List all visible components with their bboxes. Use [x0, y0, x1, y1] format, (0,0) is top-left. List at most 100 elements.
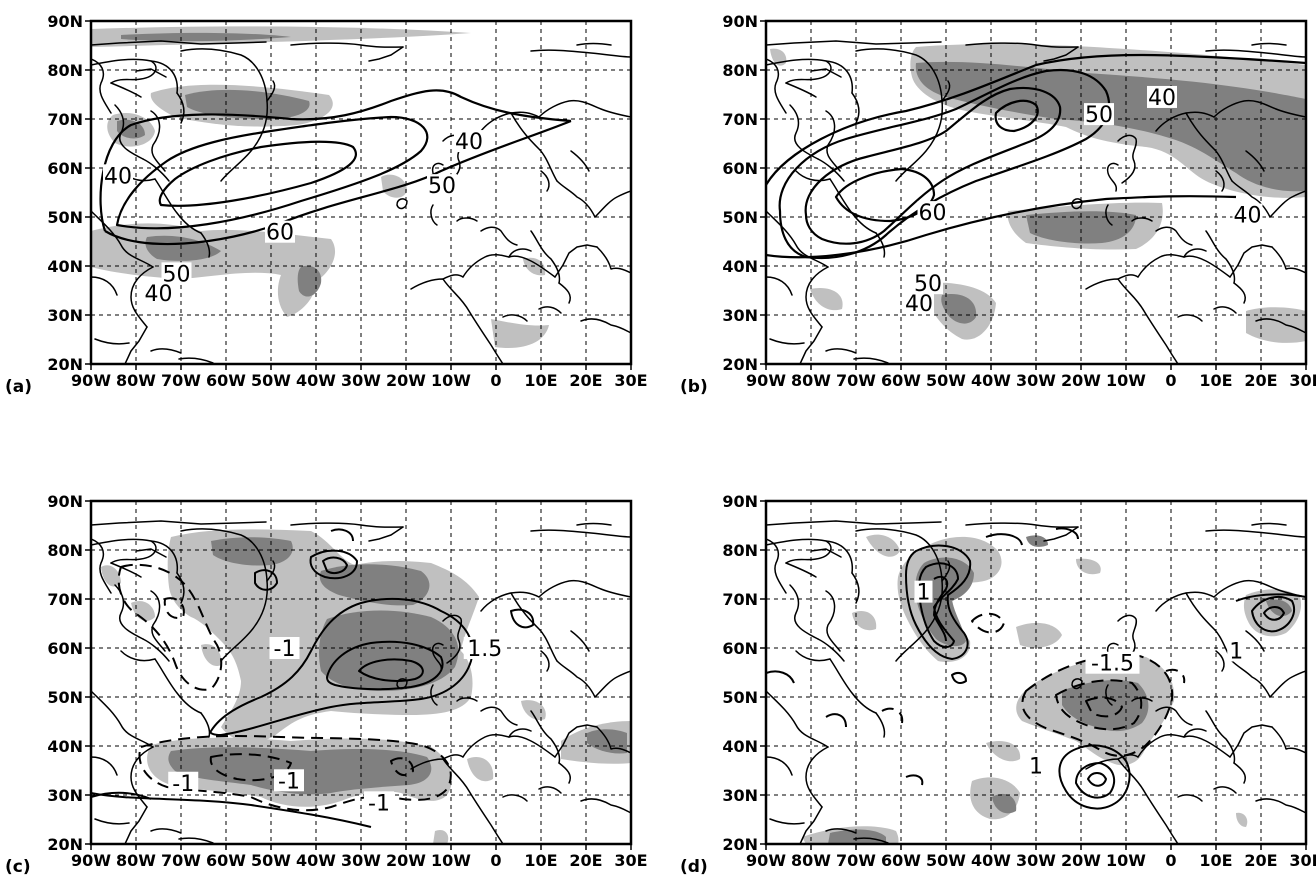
x-tick-label: 20E: [569, 851, 602, 870]
x-tick-label: 30E: [1289, 371, 1316, 390]
contour-label-text: -1: [278, 769, 300, 794]
y-tick-label: 50N: [47, 688, 83, 707]
contour-label-box: [1085, 651, 1140, 674]
contour-label: -1.5: [1085, 651, 1140, 677]
contour-label-box: [914, 580, 933, 603]
y-tick-label: 30N: [47, 786, 83, 805]
contour-label-text: -1.5: [1091, 652, 1134, 677]
x-tick-label: 30W: [1016, 851, 1056, 870]
x-tick-label: 70W: [161, 371, 201, 390]
contour-label-text: -1: [368, 791, 390, 816]
contour-label: 50: [161, 262, 192, 287]
contour-label-box: [1147, 85, 1177, 108]
y-tick-label: 20N: [47, 355, 83, 374]
y-tick-label: 90N: [47, 12, 83, 31]
x-tick-label: 80W: [791, 371, 831, 390]
contour-label-box: [1027, 754, 1045, 777]
contour-label-text: 40: [145, 282, 173, 307]
x-tick-label: 0: [1165, 851, 1176, 870]
y-tick-label: 40N: [722, 737, 758, 756]
y-tick-label: 20N: [722, 835, 758, 854]
axis-ticks: [85, 500, 632, 850]
x-tick-label: 10E: [524, 851, 557, 870]
x-tick-label: 20W: [1061, 851, 1101, 870]
gridlines: [766, 501, 1306, 844]
y-tick-label: 20N: [47, 835, 83, 854]
x-tick-label: 60W: [881, 371, 921, 390]
x-tick-label: 90W: [71, 851, 111, 870]
panel-label: (c): [5, 857, 31, 875]
x-tick-label: 0: [1165, 371, 1176, 390]
contour-label-text: 40: [905, 292, 933, 317]
contour-label-text: 50: [1085, 103, 1113, 128]
contour-label: 1: [1227, 639, 1246, 664]
contour-label: -1: [364, 791, 394, 816]
contour-label-box: [917, 201, 948, 224]
x-tick-label: 30W: [1016, 371, 1056, 390]
contour-label-text: 1: [917, 581, 931, 606]
contour-label: 50: [1084, 103, 1114, 128]
contour-label-box: [274, 769, 304, 792]
contour-label: 1: [914, 580, 933, 606]
x-tick-label: 70W: [161, 851, 201, 870]
contour-label: 60: [917, 201, 948, 226]
x-tick-label: 10W: [431, 851, 471, 870]
x-tick-label: 30W: [341, 371, 381, 390]
contour-label: 60: [265, 220, 295, 246]
y-tick-label: 30N: [722, 786, 758, 805]
y-tick-label: 80N: [722, 541, 758, 560]
contour-label-box: [913, 272, 943, 295]
x-tick-label: 10W: [1106, 851, 1146, 870]
x-tick-label: 20E: [1244, 371, 1277, 390]
x-tick-label: 70W: [836, 851, 876, 870]
y-tick-label: 60N: [722, 159, 758, 178]
y-tick-label: 50N: [722, 688, 758, 707]
x-tick-label: 30E: [614, 371, 647, 390]
y-tick-label: 60N: [722, 639, 758, 658]
y-tick-label: 50N: [47, 208, 83, 227]
x-tick-label: 50W: [251, 851, 291, 870]
contour-label-text: 60: [266, 221, 294, 246]
x-tick-label: 40W: [971, 371, 1011, 390]
contour-label-box: [463, 637, 506, 659]
x-tick-label: 40W: [296, 371, 336, 390]
contour-label-text: 40: [455, 130, 483, 155]
y-tick-label: 80N: [722, 61, 758, 80]
x-tick-label: 60W: [881, 851, 921, 870]
x-tick-label: 0: [490, 851, 501, 870]
contour-label-text: 60: [919, 201, 947, 226]
y-tick-label: 90N: [47, 492, 83, 511]
y-tick-label: 30N: [47, 306, 83, 325]
contour-label-text: -1: [274, 637, 296, 662]
contour-label: -1: [168, 771, 199, 797]
contour-label-text: 50: [428, 174, 456, 199]
contour-label: 40: [1147, 85, 1177, 111]
contour-label: 40: [454, 130, 484, 155]
y-tick-label: 70N: [47, 110, 83, 129]
panel-label: (a): [5, 377, 32, 397]
x-tick-label: 10E: [524, 371, 557, 390]
y-tick-label: 20N: [722, 355, 758, 374]
contour-label-text: 40: [1234, 204, 1262, 229]
y-tick-label: 70N: [722, 590, 758, 609]
x-tick-label: 10E: [1199, 371, 1232, 390]
contour-label: 40: [904, 291, 934, 317]
axis-ticks: [760, 20, 1307, 370]
x-tick-label: 80W: [116, 371, 156, 390]
contour-label-box: [904, 291, 934, 314]
x-tick-label: 10E: [1199, 851, 1232, 870]
y-tick-label: 60N: [47, 639, 83, 658]
y-tick-label: 90N: [722, 492, 758, 511]
x-tick-label: 10W: [1106, 371, 1146, 390]
x-tick-label: 30E: [1289, 851, 1316, 870]
y-tick-label: 70N: [722, 110, 758, 129]
x-tick-label: 40W: [971, 851, 1011, 870]
contour-label-box: [1227, 639, 1246, 662]
contour-label-box: [265, 220, 295, 243]
x-tick-label: 20E: [1244, 851, 1277, 870]
